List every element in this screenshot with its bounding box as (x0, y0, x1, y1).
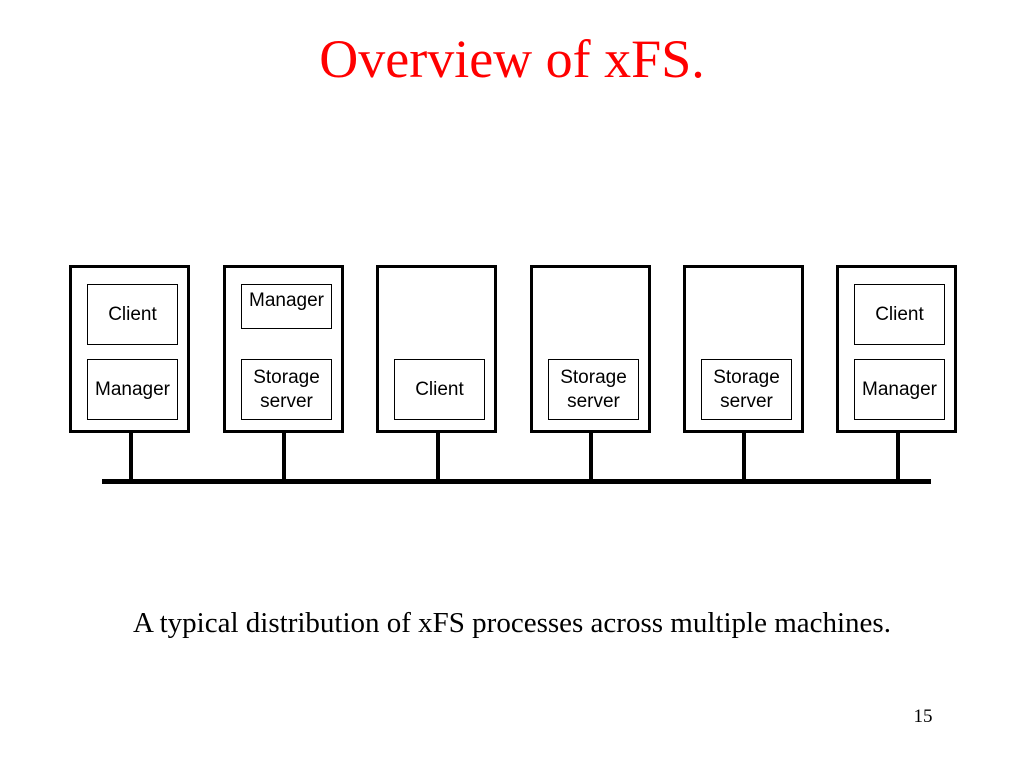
network-connector-1 (129, 433, 133, 480)
process-box-manager: Manager (854, 359, 945, 420)
process-box-client: Client (87, 284, 178, 345)
machine-1: Client Manager (69, 265, 190, 433)
network-connector-4 (589, 433, 593, 480)
process-box-storage-server: Storage server (241, 359, 332, 420)
process-box-manager: Manager (241, 284, 332, 329)
slide-title: Overview of xFS. (319, 29, 705, 89)
network-connector-2 (282, 433, 286, 480)
machine-5: Storage server (683, 265, 804, 433)
network-bus (102, 479, 931, 484)
machine-2: Manager Storage server (223, 265, 344, 433)
process-box-storage-server: Storage server (701, 359, 792, 420)
network-connector-3 (436, 433, 440, 480)
network-connector-5 (742, 433, 746, 480)
process-box-storage-server: Storage server (548, 359, 639, 420)
page-number: 15 (913, 706, 933, 727)
process-box-client: Client (854, 284, 945, 345)
process-box-client: Client (394, 359, 485, 420)
network-connector-6 (896, 433, 900, 480)
diagram-caption: A typical distribution of xFS processes … (133, 607, 891, 639)
process-box-manager: Manager (87, 359, 178, 420)
machine-4: Storage server (530, 265, 651, 433)
machine-6: Client Manager (836, 265, 957, 433)
machine-3: Client (376, 265, 497, 433)
